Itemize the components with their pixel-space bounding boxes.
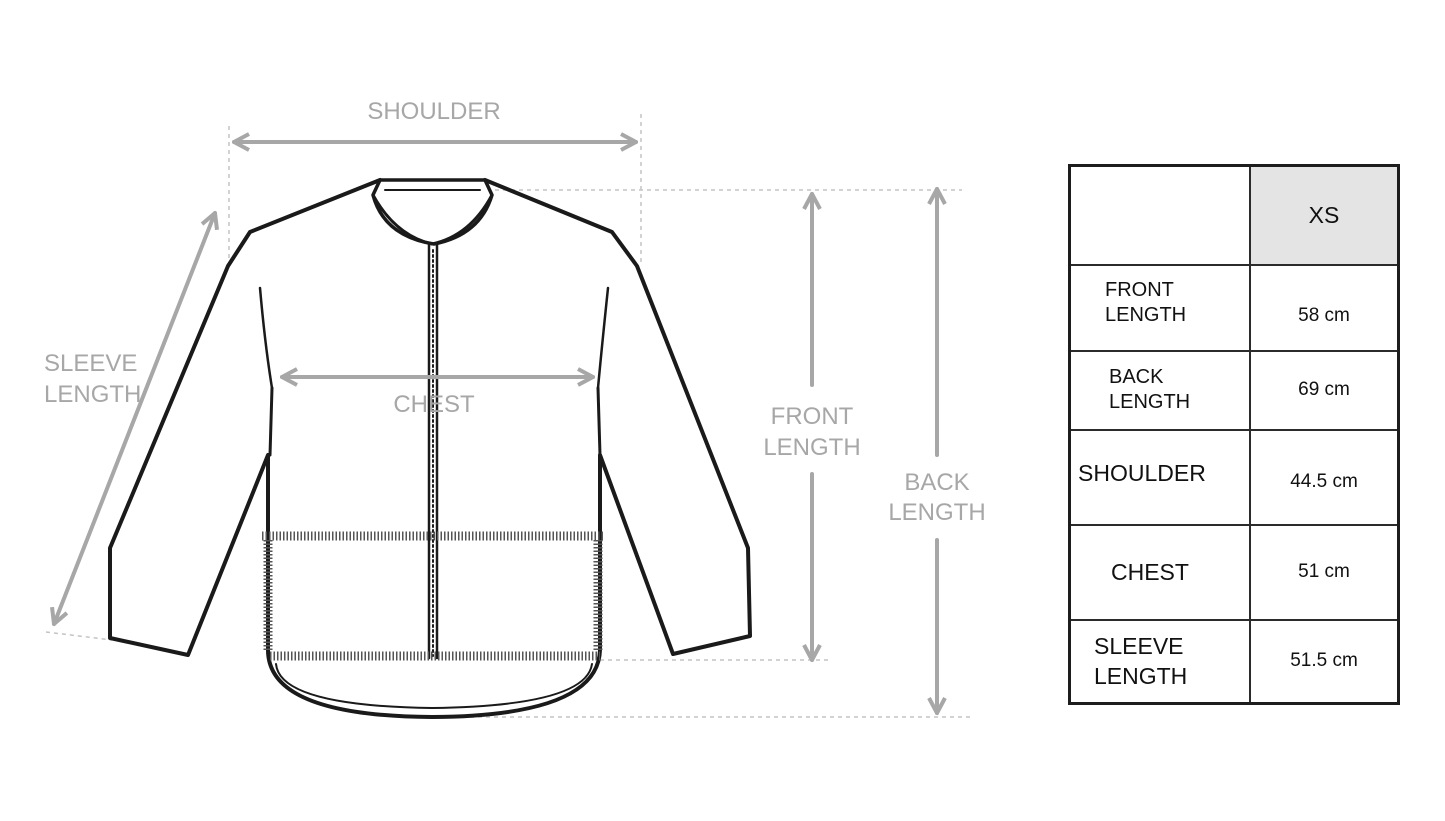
row-value-chest: 51 cm — [1249, 523, 1400, 621]
row-label-shoulder: SHOULDER — [1068, 428, 1251, 526]
back-length-label-line2: LENGTH — [888, 499, 985, 526]
row-label-back-length: BACK LENGTH — [1068, 349, 1251, 431]
front-length-label-line1: FRONT — [771, 403, 854, 430]
rib-bands — [262, 531, 604, 661]
sleeve-length-label-line1: SLEEVE — [44, 350, 137, 377]
row-label-line: SLEEVE — [1094, 633, 1184, 660]
header-empty-cell — [1068, 164, 1251, 266]
row-label-line: BACK — [1109, 366, 1164, 388]
jacket-measurement-diagram: SHOULDER CHEST SLEEVE LENGTH FRONT LENGT… — [44, 98, 986, 719]
left-side-seam — [268, 386, 274, 457]
guide-lines — [45, 114, 972, 718]
table-row-back-length: BACK LENGTH 69 cm — [1068, 349, 1400, 431]
measurement-arrows — [50, 132, 947, 715]
jacket-outline — [108, 178, 752, 719]
jacket-body-outline — [108, 178, 752, 719]
left-armhole-seam — [258, 286, 274, 390]
row-label-chest: CHEST — [1068, 523, 1251, 621]
hem-inner-line — [275, 663, 593, 709]
sleeve-length-arrow — [50, 211, 219, 626]
front-length-label-line2: LENGTH — [763, 434, 860, 461]
row-label-sleeve-length: SLEEVE LENGTH — [1068, 618, 1251, 705]
size-header-xs: XS — [1249, 164, 1400, 266]
size-chart-table: XS FRONT LENGTH 58 cm BACK LENGTH 69 cm … — [1068, 164, 1400, 705]
row-label-line: SHOULDER — [1078, 459, 1206, 486]
right-side-seam — [596, 386, 602, 457]
row-value-back-length: 69 cm — [1249, 349, 1400, 431]
table-header-row: XS — [1068, 164, 1400, 266]
chest-label: CHEST — [393, 391, 475, 418]
row-value-sleeve-length: 51.5 cm — [1249, 618, 1400, 705]
row-label-line: LENGTH — [1105, 303, 1187, 326]
row-label-line: FRONT — [1105, 278, 1174, 301]
table-row-front-length: FRONT LENGTH 58 cm — [1068, 263, 1400, 352]
row-value-shoulder: 44.5 cm — [1249, 428, 1400, 526]
back-length-label-line1: BACK — [904, 469, 969, 496]
row-label-line: LENGTH — [1094, 663, 1188, 690]
row-label-front-length: FRONT LENGTH — [1068, 263, 1251, 352]
shoulder-label: SHOULDER — [367, 98, 500, 125]
right-armhole-seam — [596, 286, 610, 390]
table-row-shoulder: SHOULDER 44.5 cm — [1068, 428, 1400, 526]
row-label-line: LENGTH — [1109, 391, 1191, 413]
measurement-labels: SHOULDER CHEST SLEEVE LENGTH FRONT LENGT… — [44, 98, 986, 526]
table-row-chest: CHEST 51 cm — [1068, 523, 1400, 621]
sleeve-length-label-line2: LENGTH — [44, 381, 141, 408]
row-value-front-length: 58 cm — [1249, 263, 1400, 352]
row-label-line: CHEST — [1111, 558, 1189, 585]
neck-line — [371, 193, 494, 246]
table-row-sleeve-length: SLEEVE LENGTH 51.5 cm — [1068, 618, 1400, 705]
